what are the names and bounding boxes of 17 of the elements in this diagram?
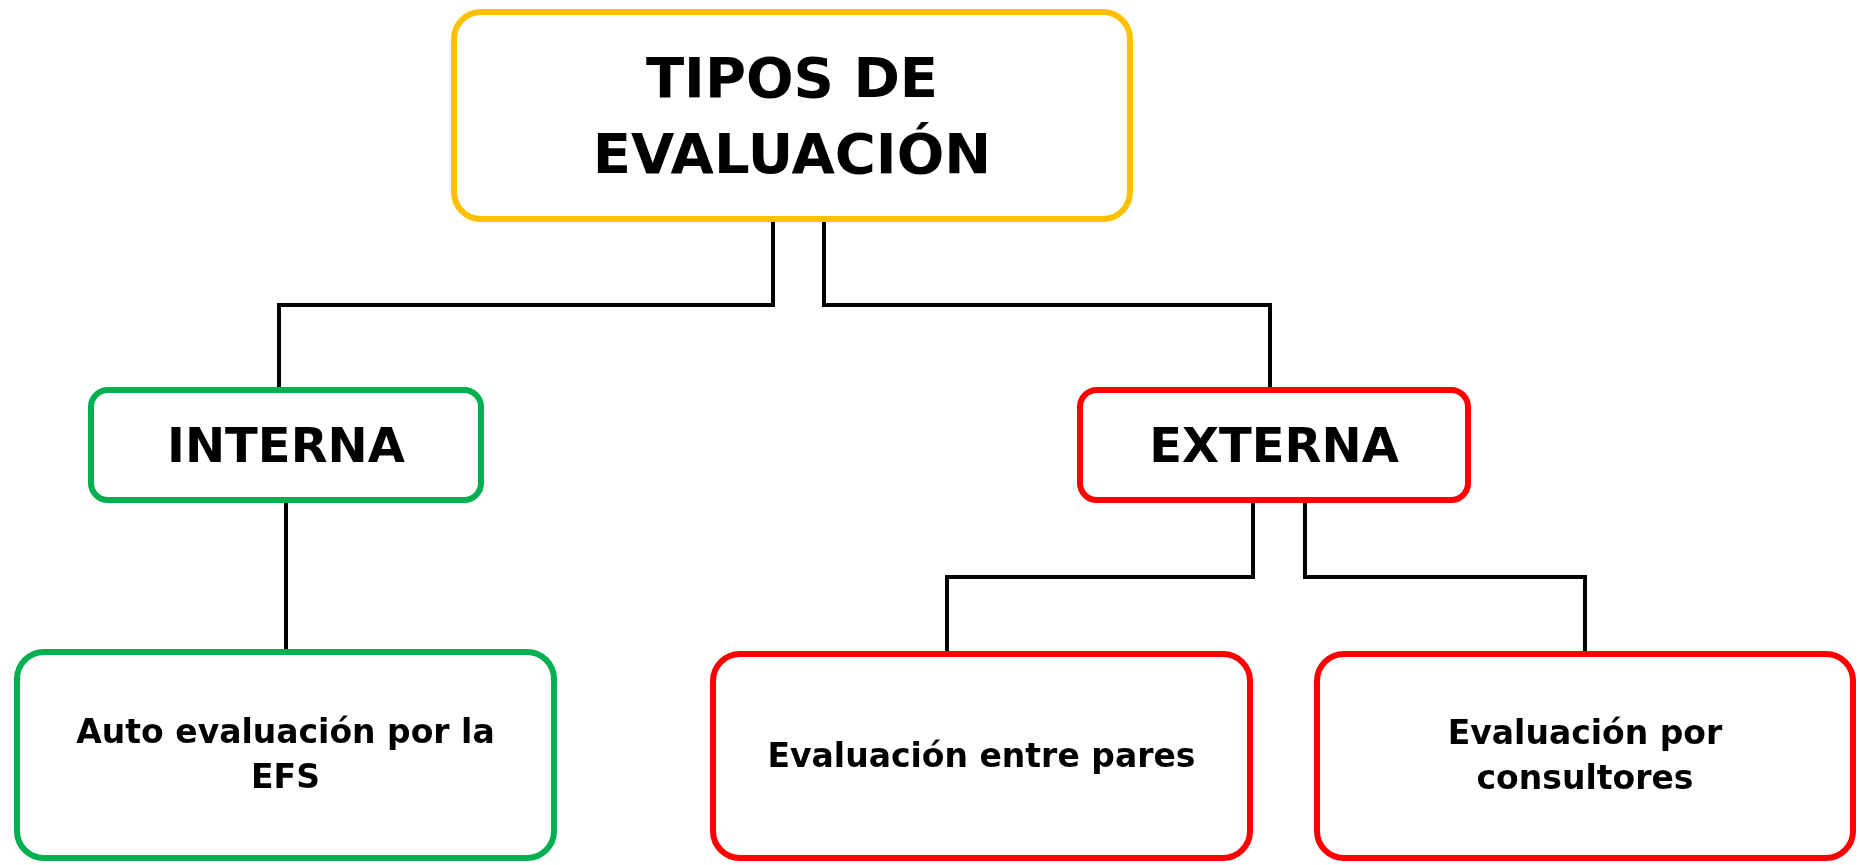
box-label: Evaluación entre pares xyxy=(767,734,1196,777)
box-label: Evaluación por consultores xyxy=(1446,712,1724,799)
connector-line xyxy=(1303,503,1587,651)
connector-line xyxy=(822,222,1272,387)
rounded-box xyxy=(451,9,1133,222)
rounded-box xyxy=(710,651,1253,861)
rounded-box xyxy=(1077,387,1471,503)
box-label: TIPOS DE EVALUACIÓN xyxy=(591,43,993,188)
box-label: INTERNA xyxy=(167,415,405,475)
connector-line xyxy=(284,503,288,649)
box-label: EXTERNA xyxy=(1149,415,1399,475)
connector-line xyxy=(945,503,1255,651)
connector-line xyxy=(277,222,775,387)
rounded-box xyxy=(1314,651,1856,861)
box-label: Auto evaluación por la EFS xyxy=(75,711,496,798)
rounded-box xyxy=(88,387,484,503)
rounded-box xyxy=(14,649,557,861)
